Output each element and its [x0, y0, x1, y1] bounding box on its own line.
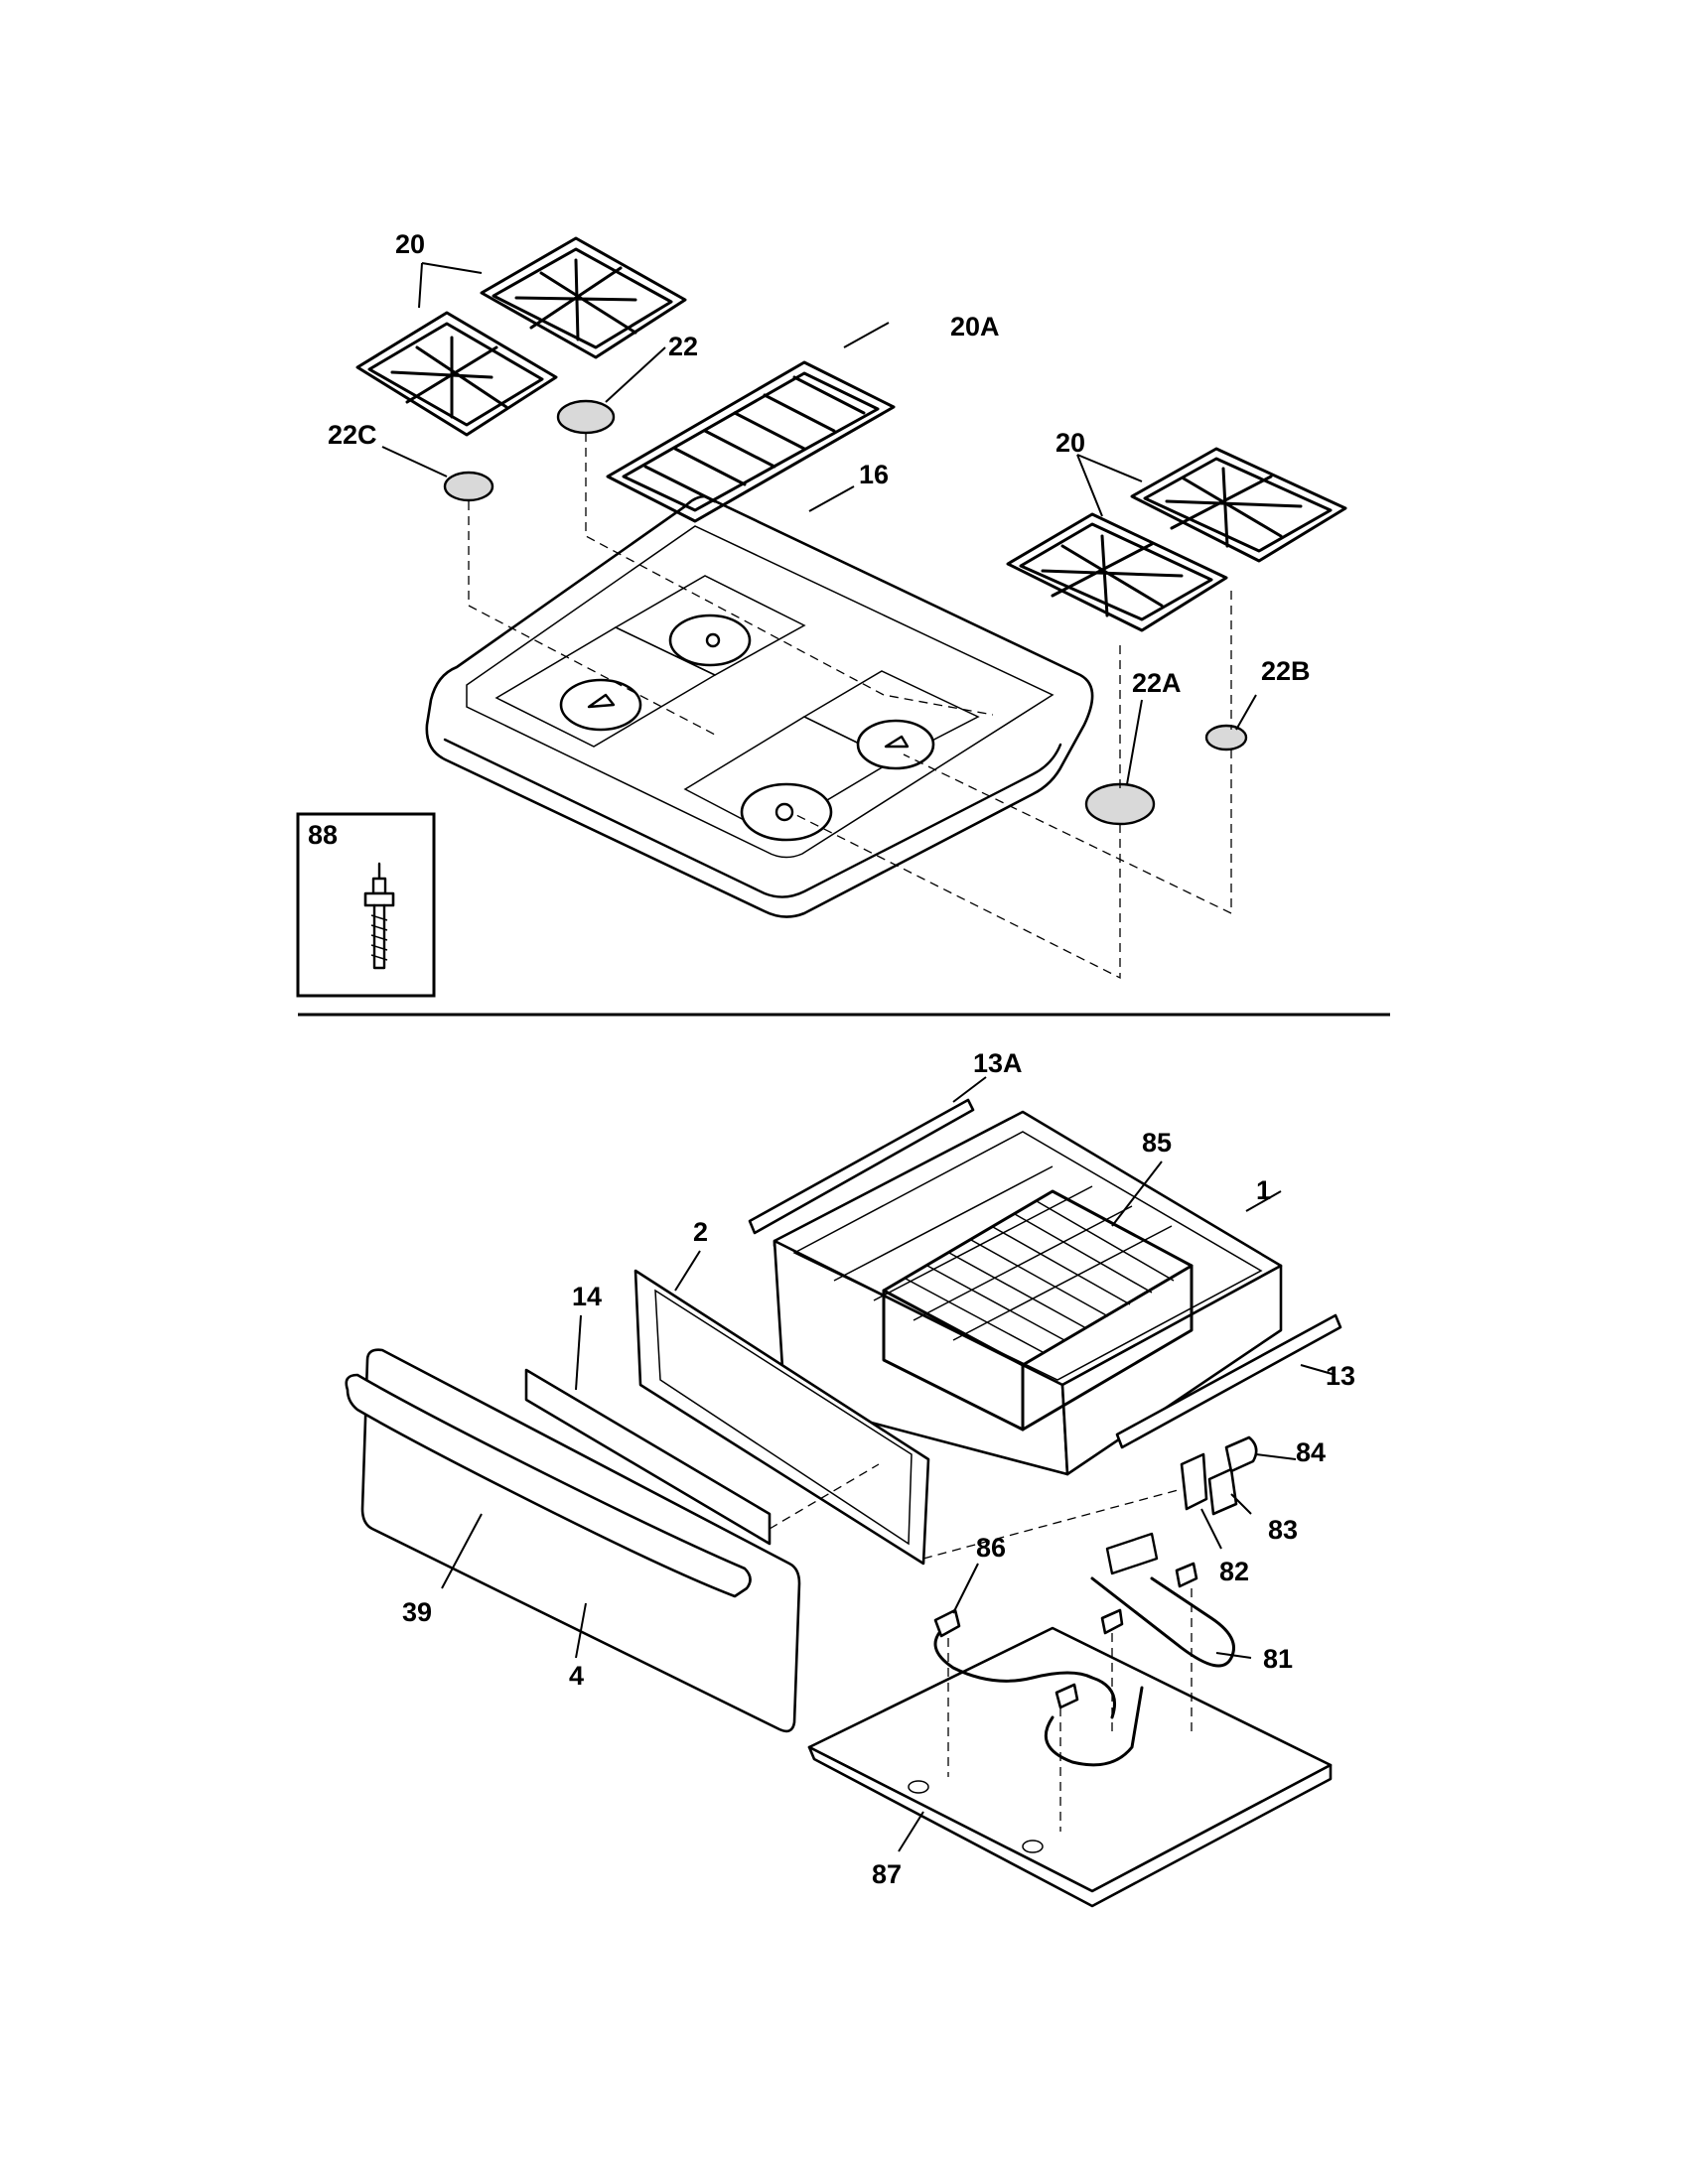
label-4: 4: [569, 1661, 584, 1691]
cooktop-16: [425, 494, 1094, 918]
label-22A: 22A: [1132, 668, 1182, 698]
burner-left-front: [559, 678, 642, 732]
bracket-83: [1207, 1467, 1238, 1516]
label-22: 22: [668, 332, 698, 361]
cap-22B: [1204, 724, 1248, 751]
cap-22A: [1084, 782, 1156, 826]
handle-39: [345, 1373, 752, 1598]
label-88: 88: [308, 820, 338, 850]
label-81: 81: [1263, 1644, 1293, 1674]
label-16: 16: [859, 460, 889, 489]
cap-22C: [443, 471, 494, 502]
stud-inset-88: [296, 812, 436, 998]
burner-left-rear: [668, 614, 752, 667]
label-22B: 22B: [1261, 656, 1311, 686]
label-14: 14: [572, 1282, 602, 1311]
inner-panel-2: [633, 1269, 930, 1566]
alignment-lines-bottom: [769, 1463, 1193, 1832]
clip-pair: [1055, 1562, 1198, 1709]
label-20-right: 20: [1055, 428, 1085, 458]
stud-icon: [363, 862, 395, 970]
bracket-84: [1224, 1435, 1258, 1473]
rack-85: [882, 1189, 1194, 1432]
label-20A: 20A: [950, 312, 1000, 341]
label-83: 83: [1268, 1515, 1298, 1545]
grate-pair-right-20: [1006, 447, 1347, 632]
alignment-lines-top: [468, 433, 1232, 980]
label-39: 39: [402, 1597, 432, 1627]
label-86: 86: [976, 1533, 1006, 1563]
callout-labels: 20 20A 22 22C 16 20 22A 22B 88 13A 85 1 …: [308, 229, 1355, 1889]
center-grate-20A: [606, 360, 896, 523]
label-87: 87: [872, 1859, 902, 1889]
side-rail-13: [1115, 1313, 1342, 1449]
label-13A: 13A: [973, 1048, 1023, 1078]
label-2: 2: [693, 1217, 708, 1247]
burner-right-front: [740, 782, 833, 842]
label-84: 84: [1296, 1437, 1326, 1467]
label-82: 82: [1219, 1557, 1249, 1586]
label-1: 1: [1256, 1175, 1271, 1205]
leader-lines: [381, 262, 1336, 1852]
label-20-left: 20: [395, 229, 425, 259]
side-rail-13A: [748, 1098, 975, 1235]
bracket-82: [1180, 1452, 1208, 1511]
clip-86: [933, 1608, 961, 1638]
label-85: 85: [1142, 1128, 1172, 1158]
grate-pair-left-20: [355, 236, 687, 437]
strip-14: [524, 1368, 772, 1546]
cap-22: [556, 399, 616, 435]
burner-right-rear: [856, 719, 935, 770]
label-22C: 22C: [328, 420, 377, 450]
label-13: 13: [1326, 1361, 1355, 1391]
element-81: [933, 1532, 1235, 1767]
